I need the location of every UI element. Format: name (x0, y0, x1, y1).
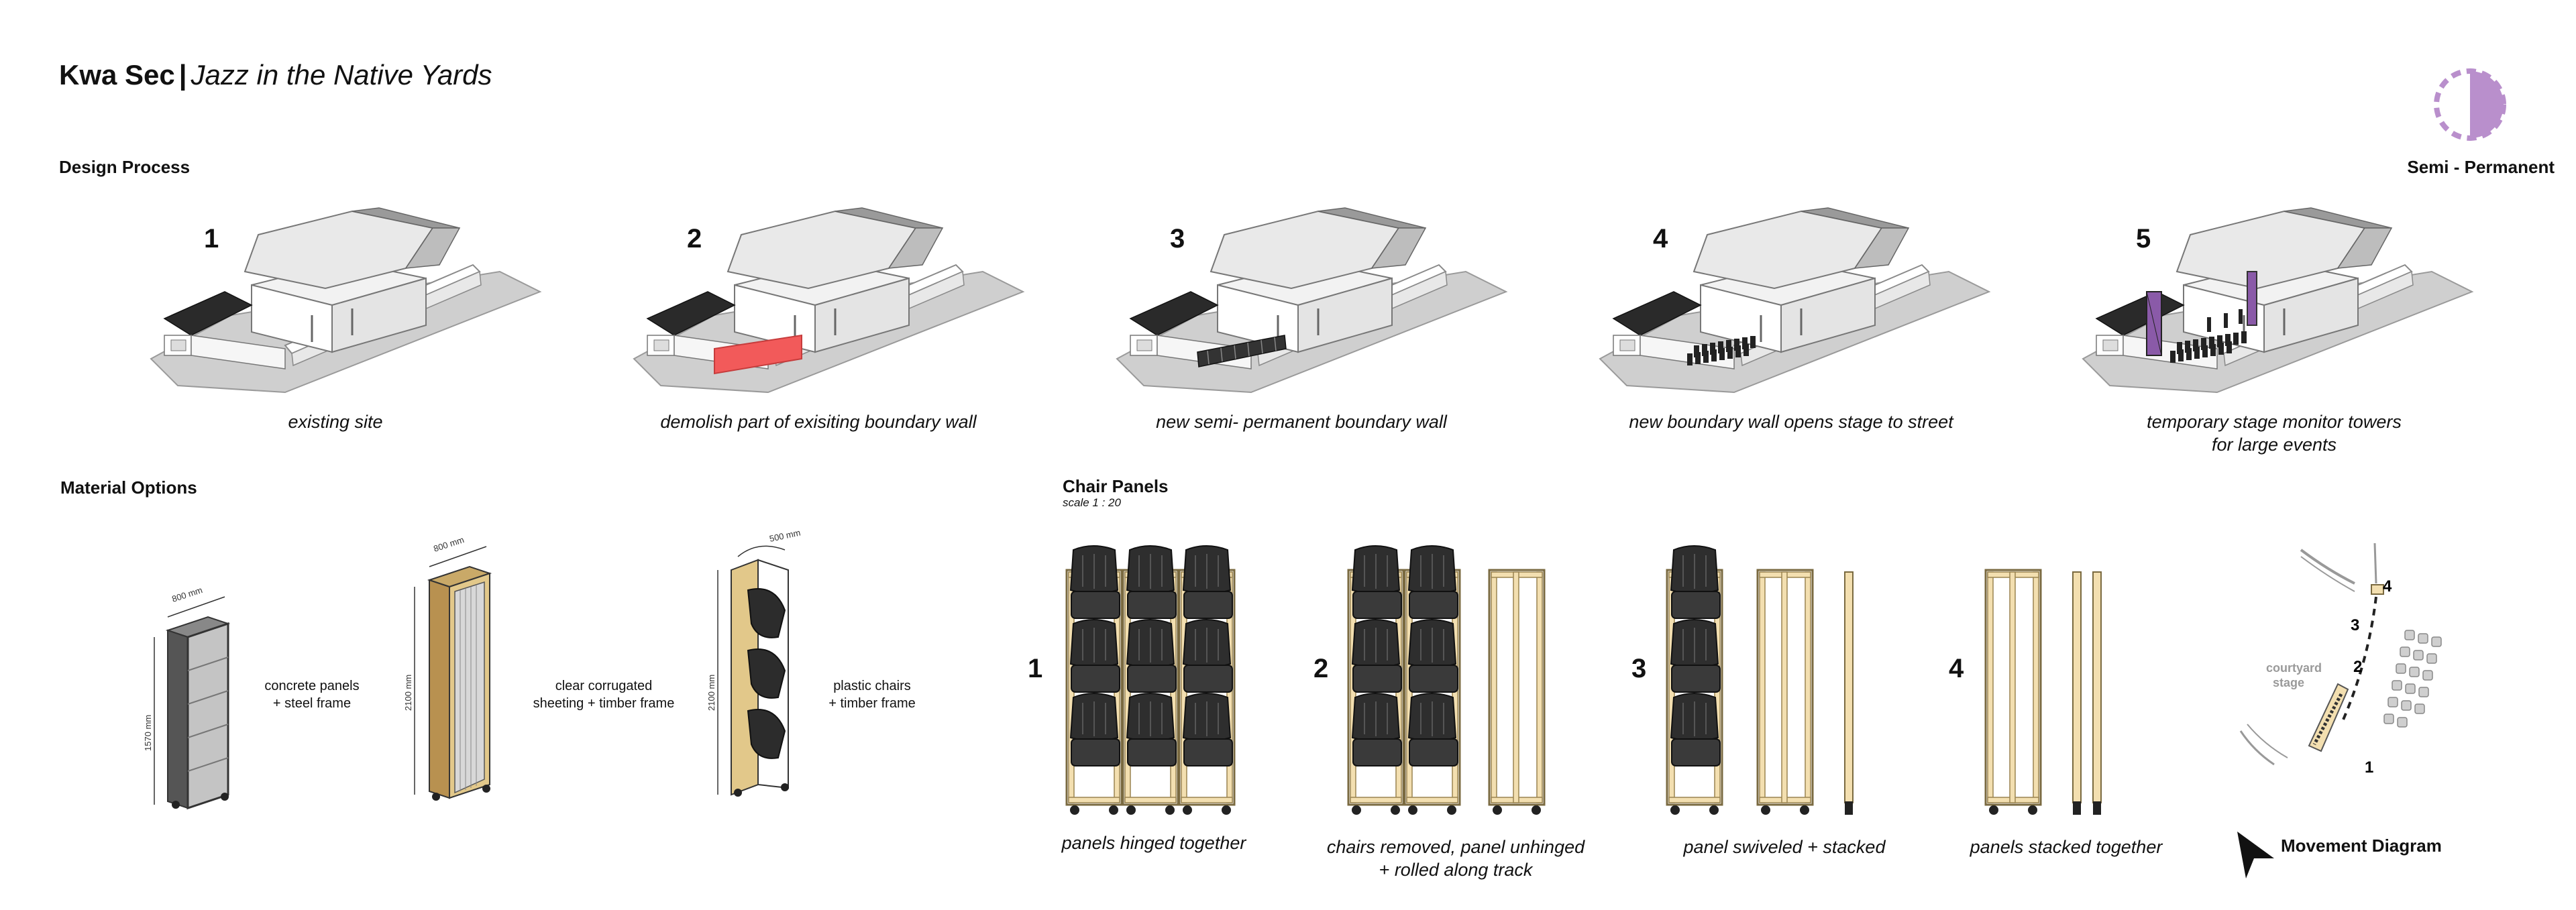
chair-height-dim: 2100 mm (706, 675, 716, 711)
movement-track (2340, 596, 2377, 725)
step-5-site-diagram (2082, 207, 2473, 394)
movement-marker-4: 4 (2383, 577, 2392, 595)
movement-marker-3: 3 (2351, 616, 2359, 634)
chair-step-3-drawing (1667, 546, 1854, 815)
chair-step-2-caption-line1: chairs removed, panel unhinged (1326, 837, 1585, 857)
chair-step-1-number: 1 (1028, 654, 1043, 683)
step-3-number: 3 (1170, 224, 1185, 253)
step-2-site-diagram (633, 207, 1024, 394)
courtyard-label-line1: courtyard (2266, 661, 2322, 675)
step-1-number: 1 (204, 224, 219, 253)
step-5-number: 5 (2136, 224, 2151, 253)
chair-width-dim: 500 mm (769, 530, 802, 544)
audience-seats (2383, 630, 2442, 728)
chair-wall-strip (1197, 335, 1287, 367)
semi-permanent-badge-icon (2434, 68, 2506, 141)
north-arrow-icon (2237, 832, 2274, 878)
chair-step-1-drawing (1067, 546, 1234, 815)
movement-diagram-label: Movement Diagram (2281, 836, 2442, 856)
chair-step-2-caption-line2: + rolled along track (1379, 860, 1533, 880)
concrete-caption-line1: concrete panels (264, 679, 360, 693)
material-options-heading: Material Options (60, 477, 197, 498)
chair-caption-line2: + timber frame (828, 696, 916, 711)
movement-diagram: 4 3 2 1 courtyard stage (2239, 543, 2442, 777)
chair-step-2-number: 2 (1313, 654, 1329, 683)
movement-marker-1: 1 (2365, 758, 2373, 777)
step-4-caption: new boundary wall opens stage to street (1629, 412, 1953, 432)
step-4-number: 4 (1653, 224, 1668, 253)
chair-step-4-drawing (1986, 570, 2102, 815)
step-5-caption: temporary stage monitor towers for large… (2046, 410, 2502, 456)
movement-marker-2: 2 (2353, 658, 2362, 676)
corrugated-height-dim: 2100 mm (403, 675, 413, 711)
step-5-caption-line2: for large events (2211, 435, 2337, 455)
material-options-drawings: 800 mm 1570 mm 800 mm 2100 mm 500 mm 210… (143, 530, 802, 810)
audience-rows (2170, 309, 2247, 363)
step-2-caption: demolish part of exisiting boundary wall (660, 412, 977, 432)
step-5-caption-line1: temporary stage monitor towers (2147, 412, 2402, 432)
chair-rows (1687, 336, 1756, 365)
chair-step-4-caption: panels stacked together (1970, 837, 2163, 857)
chair-panel-drawing: 500 mm 2100 mm (706, 530, 802, 797)
chair-caption: plastic chairs + timber frame (805, 677, 939, 712)
monitor-towers (2146, 271, 2257, 356)
design-process-diagrams (150, 207, 2473, 394)
corrugated-caption-line1: clear corrugated (555, 679, 653, 693)
concrete-caption-line2: + steel frame (272, 696, 352, 711)
corrugated-caption-line2: sheeting + timber frame (533, 696, 675, 711)
concrete-width-dim: 800 mm (170, 585, 203, 604)
chair-step-2-drawing (1348, 546, 1544, 815)
title-separator: | (178, 59, 187, 91)
chair-panels-drawings (1046, 536, 2102, 815)
step-1-caption: existing site (288, 412, 383, 432)
concrete-height-dim: 1570 mm (143, 715, 153, 751)
concrete-caption: concrete panels + steel frame (235, 677, 389, 712)
corrugated-width-dim: 800 mm (432, 534, 465, 554)
chair-step-3-caption: panel swiveled + stacked (1683, 837, 1886, 857)
stacked-panels-marker (2371, 584, 2384, 595)
courtyard-label-line2: stage (2273, 676, 2304, 689)
concrete-panel-drawing: 800 mm 1570 mm (143, 585, 231, 810)
step-4-site-diagram (1599, 207, 1990, 394)
chair-panels-scale: scale 1 : 20 (1063, 496, 1121, 509)
chair-caption-line1: plastic chairs (833, 679, 911, 693)
chair-step-3-number: 3 (1631, 654, 1647, 683)
title-subtitle: Jazz in the Native Yards (191, 59, 492, 91)
title-main: Kwa Sec (59, 59, 175, 91)
corrugated-caption: clear corrugated sheeting + timber frame (510, 677, 698, 712)
page-title: Kwa Sec|Jazz in the Native Yards (59, 59, 492, 91)
chair-panels-heading: Chair Panels (1063, 476, 1169, 496)
design-process-heading: Design Process (59, 157, 191, 177)
step-2-number: 2 (687, 224, 702, 253)
badge-label: Semi - Permanent (2407, 157, 2555, 177)
chair-step-4-number: 4 (1949, 654, 1964, 683)
corrugated-panel-drawing: 800 mm 2100 mm (403, 534, 492, 801)
chair-step-1-caption: panels hinged together (1061, 833, 1246, 853)
chair-step-2-caption: chairs removed, panel unhinged + rolled … (1295, 836, 1617, 881)
step-3-site-diagram (1116, 207, 1507, 394)
demolished-wall-highlight (714, 334, 802, 375)
badge-half-fill (2470, 71, 2504, 138)
step-3-caption: new semi- permanent boundary wall (1156, 412, 1447, 432)
